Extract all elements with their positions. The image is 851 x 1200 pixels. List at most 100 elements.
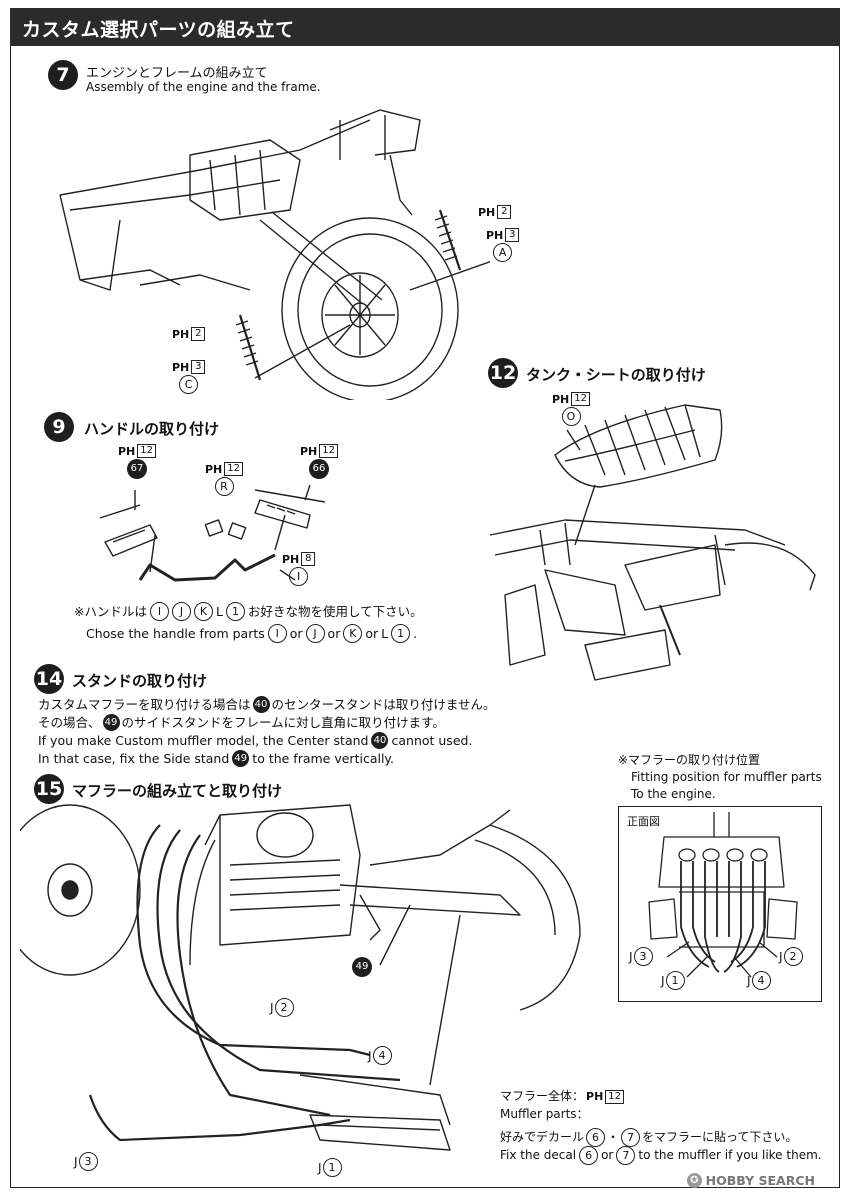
muffler-parts-ja: マフラー全体： PH 12 (500, 1088, 625, 1105)
j-letter: J (661, 973, 665, 988)
label-j1: J 1 (318, 1158, 342, 1177)
handlebar-illustration (99, 484, 326, 582)
callout-box-number: 12 (605, 1089, 625, 1104)
callout-part-66: PH 12 66 (300, 444, 339, 479)
text-segment: マフラー全体： (500, 1089, 585, 1103)
callout-ph3-c: PH 3 C (172, 360, 206, 394)
header-bar: カスタム選択パーツの組み立て (10, 8, 840, 46)
callout-part-49: 49 (352, 954, 372, 977)
j-number-circle: 3 (633, 947, 653, 966)
muffler-parts-en: Muffler parts： (500, 1107, 589, 1121)
j-number-circle: 2 (783, 947, 803, 966)
inset-note-ja: ※マフラーの取り付け位置 (618, 753, 761, 767)
callout-ph-label: PH (172, 360, 190, 374)
part-49-badge: 49 (232, 750, 250, 767)
part-6-circle: 6 (586, 1128, 606, 1147)
note-ja-prefix: ※ハンドルは (74, 604, 147, 619)
j-number-circle: 4 (751, 971, 771, 990)
text-segment: カスタムマフラーを取り付ける場合は (38, 697, 251, 712)
label-j2: J 2 (270, 998, 294, 1017)
text-segment: Fix the decal (500, 1148, 577, 1162)
part-49-badge: 49 (352, 957, 372, 977)
engine-frame-illustration (59, 109, 490, 400)
fitting-position-inset: 正面図 J 3 J 2 J 1 J 4 (618, 806, 822, 1002)
hobby-search-watermark: ✪ HOBBY SEARCH (686, 1173, 815, 1188)
part-1-circle: 1 (225, 602, 245, 621)
part-c-circle: C (179, 375, 199, 394)
label-j4: J 4 (368, 1046, 392, 1065)
callout-box-number: 3 (505, 228, 520, 242)
callout-ph-label: PH (586, 1090, 604, 1103)
note-en-prefix: Chose the handle from parts (86, 626, 265, 641)
j-letter: J (779, 949, 783, 964)
text-segment: to the muffler if you like them. (638, 1148, 822, 1162)
callout-box-number: 8 (301, 552, 316, 566)
step-15-title: マフラーの組み立てと取り付け (72, 782, 283, 800)
note-ja-suffix: お好きな物を使用して下さい。 (247, 604, 423, 619)
step-14-number: 14 (34, 664, 64, 694)
step-9-number: 9 (44, 412, 74, 442)
callout-part-67: PH 12 67 (118, 444, 157, 479)
part-40-badge: 40 (371, 732, 389, 749)
inset-note-en-2: To the engine. (631, 787, 716, 801)
part-i-circle: I (149, 602, 169, 621)
step-14-line-2: その場合、 49 のサイドスタンドをフレームに対し直角に取り付けます。 (38, 714, 445, 731)
callout-ph2-left: PH 2 (172, 327, 206, 341)
step-7-title-ja: エンジンとフレームの組み立て (86, 66, 268, 81)
part-r-circle: R (214, 477, 234, 496)
part-j-circle: J (305, 624, 325, 643)
j-letter: J (270, 1000, 274, 1015)
step-9-title: ハンドルの取り付け (84, 420, 220, 438)
hobby-search-logo-icon: ✪ (686, 1173, 702, 1188)
callout-box-number: 12 (224, 462, 244, 476)
callout-ph-label: PH (486, 228, 504, 242)
j-letter: J (318, 1160, 322, 1175)
part-49-badge: 49 (102, 714, 120, 731)
j-number-circle: 1 (665, 971, 685, 990)
step-14-line-4: In that case, fix the Side stand 49 to t… (38, 750, 394, 767)
part-k-circle: K (343, 624, 363, 643)
inset-label-j2: J 2 (779, 947, 803, 966)
callout-ph3-a: PH 3 A (486, 228, 520, 262)
j-letter: J (74, 1154, 78, 1169)
callout-box-number: 12 (571, 392, 591, 406)
part-j-circle: J (171, 602, 191, 621)
step-15-number: 15 (34, 774, 64, 804)
callout-box-number: 12 (137, 444, 157, 458)
front-view-label: 正面図 (627, 815, 660, 828)
j-number-circle: 4 (372, 1046, 392, 1065)
callout-ph-label: PH (118, 444, 136, 458)
part-6-circle: 6 (579, 1146, 599, 1165)
text-segment: 好みでデカール (500, 1130, 585, 1144)
step-14-title: スタンドの取り付け (72, 672, 208, 690)
or-text: or (365, 626, 379, 641)
watermark-text: HOBBY SEARCH (705, 1173, 815, 1188)
inset-label-j1: J 1 (661, 971, 685, 990)
callout-ph2-right: PH 2 (478, 205, 512, 219)
text-segment: If you make Custom muffler model, the Ce… (38, 733, 369, 748)
callout-ph-label: PH (282, 552, 300, 566)
callout-part-r: PH 12 R (205, 462, 244, 496)
step-9-note-en: Chose the handle from parts I or J or K … (86, 624, 417, 643)
exhaust-front-view-illustration (648, 812, 798, 978)
or-text: or (289, 626, 303, 641)
part-k-circle: K (193, 602, 213, 621)
callout-ph-label: PH (552, 392, 570, 406)
j-letter: J (629, 949, 633, 964)
note-en-suffix: . (413, 626, 418, 641)
part-1-circle: 1 (391, 624, 411, 643)
j-letter: J (368, 1048, 372, 1063)
decal-note-en: Fix the decal 6 or 7 to the muffler if y… (500, 1146, 822, 1165)
text-segment: In that case, fix the Side stand (38, 751, 230, 766)
callout-ph-label: PH (300, 444, 318, 458)
muffler-illustration (20, 804, 581, 1151)
text-segment: or (601, 1148, 614, 1162)
callout-part-o: PH 12 O (552, 392, 591, 426)
part-l-label: L (215, 604, 223, 619)
step-7-title-en: Assembly of the engine and the frame. (86, 80, 321, 94)
page-title: カスタム選択パーツの組み立て (22, 19, 295, 41)
text-segment: その場合、 (38, 715, 101, 730)
callout-ph-label: PH (172, 327, 190, 341)
inset-note-en-1: Fitting position for muffler parts (631, 770, 822, 784)
part-66-badge: 66 (309, 459, 329, 479)
